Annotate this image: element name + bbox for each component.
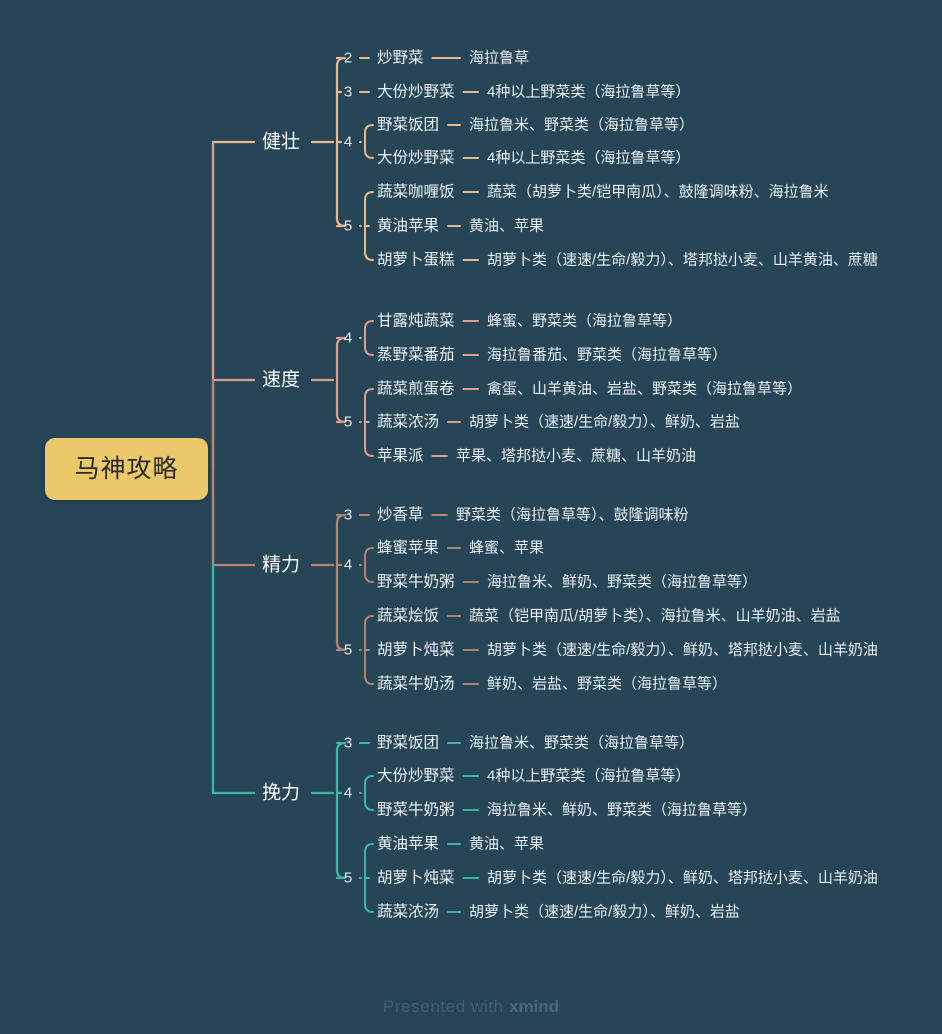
level-number-2-1[interactable]: 4 <box>343 556 353 574</box>
ingredients-2-0-0[interactable]: 野菜类（海拉鲁草等）、鼓隆调味粉 <box>456 506 689 524</box>
dish-name-0-3-1[interactable]: 黄油苹果 <box>377 217 440 235</box>
ingredients-0-2-0[interactable]: 海拉鲁米、野菜类（海拉鲁草等） <box>469 116 695 134</box>
ingredients-2-1-1[interactable]: 海拉鲁米、鲜奶、野菜类（海拉鲁草等） <box>487 573 758 591</box>
ingredients-0-3-0[interactable]: 蔬菜（胡萝卜类/铠甲南瓜）、鼓隆调味粉、海拉鲁米 <box>487 183 829 201</box>
connector <box>364 124 374 134</box>
connector <box>364 801 374 811</box>
ingredients-1-1-1[interactable]: 胡萝卜类（速速/生命/毅力）、鲜奶、岩盐 <box>469 413 740 431</box>
dish-name-2-1-1[interactable]: 野菜牛奶粥 <box>377 573 455 591</box>
connector <box>364 843 374 853</box>
connector <box>364 191 374 201</box>
dish-name-2-0-0[interactable]: 炒香草 <box>377 506 424 524</box>
dish-name-0-2-1[interactable]: 大份炒野菜 <box>377 149 455 167</box>
dish-name-3-2-2[interactable]: 蔬菜浓汤 <box>377 903 440 921</box>
dish-name-3-0-0[interactable]: 野菜饭团 <box>377 734 440 752</box>
level-number-0-3[interactable]: 5 <box>343 217 353 235</box>
branch-label-2[interactable]: 精力 <box>262 554 301 576</box>
branch-label-1[interactable]: 速度 <box>262 369 301 391</box>
connector <box>211 467 256 795</box>
level-number-0-2[interactable]: 4 <box>343 133 353 151</box>
ingredients-3-1-0[interactable]: 4种以上野菜类（海拉鲁草等） <box>487 767 691 785</box>
level-number-1-0[interactable]: 4 <box>343 329 353 347</box>
dish-name-2-2-2[interactable]: 蔬菜牛奶汤 <box>377 675 455 693</box>
level-number-3-0[interactable]: 3 <box>343 734 353 752</box>
connector <box>364 447 374 457</box>
ingredients-2-1-0[interactable]: 蜂蜜、苹果 <box>469 539 545 557</box>
connector <box>364 346 374 356</box>
dish-name-0-2-0[interactable]: 野菜饭团 <box>377 116 440 134</box>
connector <box>364 388 374 398</box>
ingredients-0-3-2[interactable]: 胡萝卜类（速速/生命/毅力）、塔邦挞小麦、山羊黄油、蔗糖 <box>487 251 878 269</box>
dish-name-1-1-2[interactable]: 苹果派 <box>377 447 424 465</box>
level-number-3-2[interactable]: 5 <box>343 869 353 887</box>
ingredients-2-2-2[interactable]: 鲜奶、岩盐、野菜类（海拉鲁草等） <box>487 675 728 693</box>
dish-name-3-2-1[interactable]: 胡萝卜炖菜 <box>377 869 455 887</box>
level-number-1-1[interactable]: 5 <box>343 413 353 431</box>
connector <box>364 149 374 159</box>
dish-name-2-1-0[interactable]: 蜂蜜苹果 <box>377 539 440 557</box>
dish-name-0-1-0[interactable]: 大份炒野菜 <box>377 83 455 101</box>
ingredients-0-2-1[interactable]: 4种以上野菜类（海拉鲁草等） <box>487 149 691 167</box>
connector <box>364 573 374 583</box>
dish-name-3-2-0[interactable]: 黄油苹果 <box>377 835 440 853</box>
dish-name-1-0-1[interactable]: 蒸野菜番茄 <box>377 346 455 364</box>
level-number-0-0[interactable]: 2 <box>343 49 353 67</box>
connector <box>211 140 256 471</box>
dish-name-0-3-2[interactable]: 胡萝卜蛋糕 <box>377 251 455 269</box>
ingredients-3-2-0[interactable]: 黄油、苹果 <box>469 835 545 853</box>
ingredients-1-0-1[interactable]: 海拉鲁番茄、野菜类（海拉鲁草等） <box>487 346 728 364</box>
dish-name-1-0-0[interactable]: 甘露炖蔬菜 <box>377 312 455 330</box>
dish-name-2-2-0[interactable]: 蔬菜烩饭 <box>377 607 440 625</box>
branch-label-0[interactable]: 健壮 <box>262 131 301 153</box>
ingredients-1-1-2[interactable]: 苹果、塔邦挞小麦、蔗糖、山羊奶油 <box>456 447 697 465</box>
dish-name-0-0-0[interactable]: 炒野菜 <box>377 49 424 67</box>
dish-name-1-1-1[interactable]: 蔬菜浓汤 <box>377 413 440 431</box>
ingredients-3-2-2[interactable]: 胡萝卜类（速速/生命/毅力）、鲜奶、岩盐 <box>469 903 740 921</box>
connector <box>364 903 374 913</box>
level-number-2-0[interactable]: 3 <box>343 506 353 524</box>
connector <box>364 251 374 261</box>
central-topic-label: 马神攻略 <box>74 454 179 483</box>
dish-name-2-2-1[interactable]: 胡萝卜炖菜 <box>377 641 455 659</box>
ingredients-2-2-0[interactable]: 蔬菜（铠甲南瓜/胡萝卜类）、海拉鲁米、山羊奶油、岩盐 <box>469 607 841 625</box>
level-number-3-1[interactable]: 4 <box>343 784 353 802</box>
level-number-2-2[interactable]: 5 <box>343 641 353 659</box>
connector <box>211 378 256 471</box>
ingredients-3-2-1[interactable]: 胡萝卜类（速速/生命/毅力）、鲜奶、塔邦挞小麦、山羊奶油 <box>487 869 878 887</box>
ingredients-0-1-0[interactable]: 4种以上野菜类（海拉鲁草等） <box>487 83 691 101</box>
level-number-0-1[interactable]: 3 <box>343 83 353 101</box>
connector <box>364 675 374 685</box>
ingredients-1-1-0[interactable]: 禽蛋、山羊黄油、岩盐、野菜类（海拉鲁草等） <box>487 380 803 398</box>
ingredients-0-3-1[interactable]: 黄油、苹果 <box>469 217 545 235</box>
dish-name-3-1-1[interactable]: 野菜牛奶粥 <box>377 801 455 819</box>
ingredients-2-2-1[interactable]: 胡萝卜类（速速/生命/毅力）、鲜奶、塔邦挞小麦、山羊奶油 <box>487 641 878 659</box>
ingredients-3-1-1[interactable]: 海拉鲁米、鲜奶、野菜类（海拉鲁草等） <box>487 801 758 819</box>
dish-name-3-1-0[interactable]: 大份炒野菜 <box>377 767 455 785</box>
central-topic[interactable]: 马神攻略 <box>45 438 208 500</box>
watermark-prefix: Presented with <box>382 997 510 1016</box>
ingredients-3-0-0[interactable]: 海拉鲁米、野菜类（海拉鲁草等） <box>469 734 695 752</box>
watermark-brand: xmind <box>509 997 560 1016</box>
connector <box>364 775 374 785</box>
dish-name-0-3-0[interactable]: 蔬菜咖喱饭 <box>377 183 455 201</box>
connector <box>211 467 256 567</box>
connector <box>364 547 374 557</box>
dish-name-1-1-0[interactable]: 蔬菜煎蛋卷 <box>377 380 455 398</box>
ingredients-1-0-0[interactable]: 蜂蜜、野菜类（海拉鲁草等） <box>487 312 683 330</box>
connector <box>364 615 374 625</box>
ingredients-0-0-0[interactable]: 海拉鲁草 <box>469 49 530 67</box>
xmind-watermark: Presented with xmind <box>0 997 942 1017</box>
connector <box>364 320 374 330</box>
branch-label-3[interactable]: 挽力 <box>262 782 301 804</box>
